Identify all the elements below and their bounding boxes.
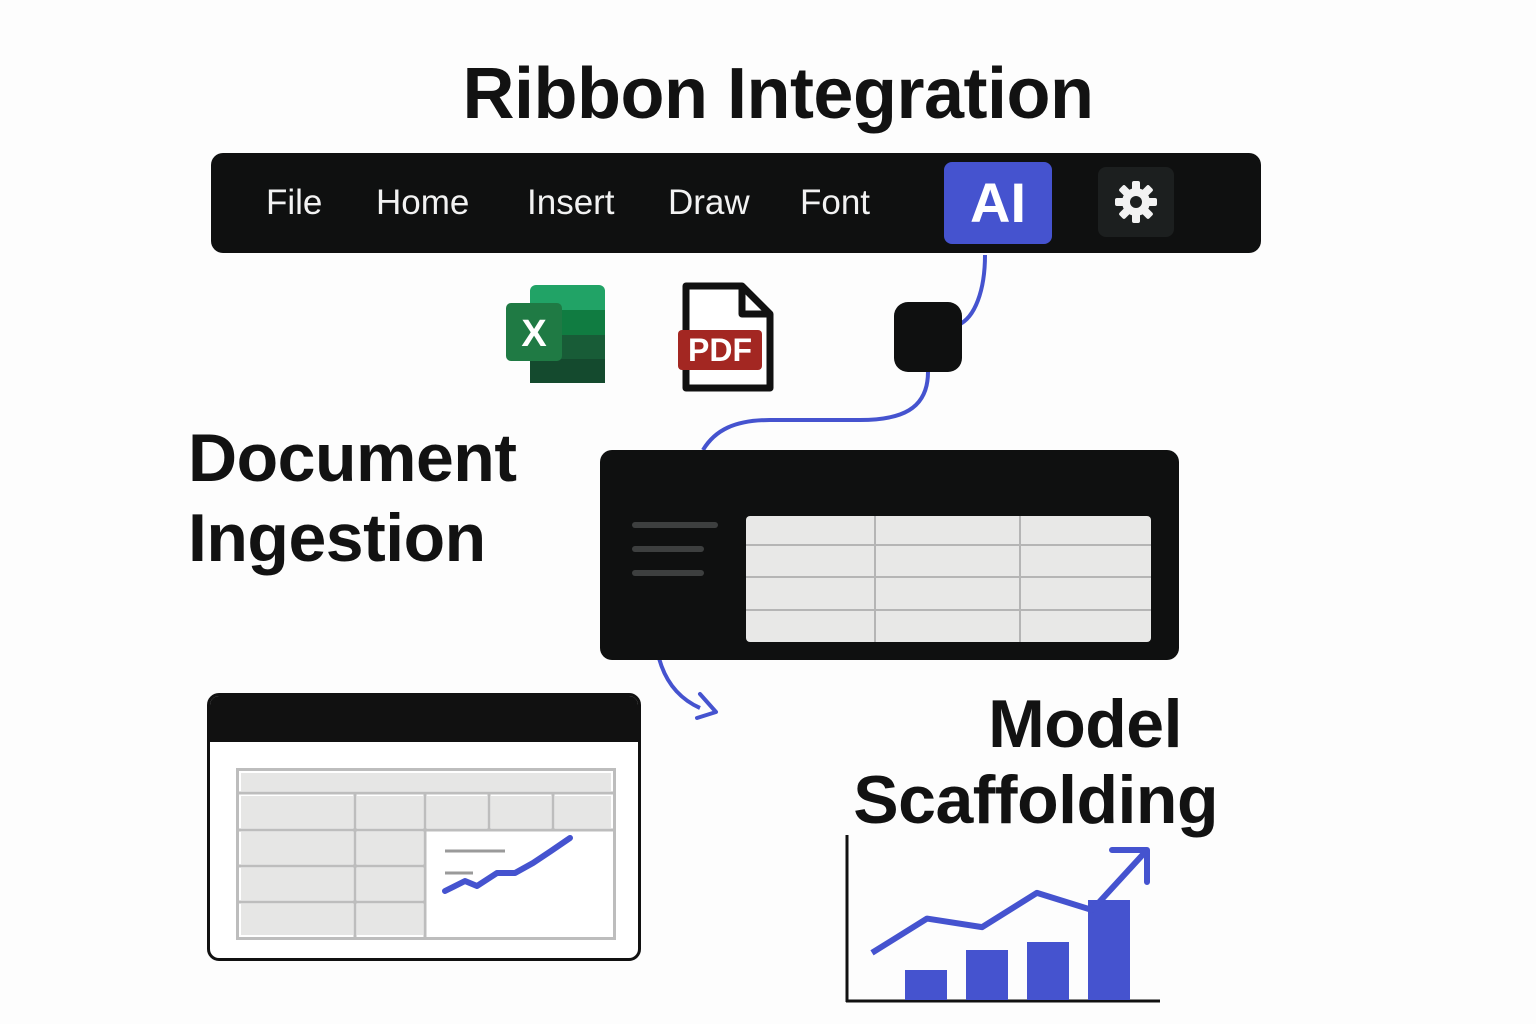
heading-line: Model	[988, 686, 1182, 762]
gear-icon	[1115, 181, 1157, 223]
chart-bar	[1088, 900, 1130, 1000]
mini-chart-trend-line	[442, 835, 573, 894]
ingestion-panel	[600, 450, 1179, 660]
ai-button[interactable]: AI	[944, 162, 1052, 244]
ai-connector-line	[957, 254, 987, 327]
pdf-icon: PDF	[676, 282, 776, 394]
pdf-label: PDF	[688, 332, 752, 368]
tab-draw[interactable]: Draw	[668, 183, 750, 222]
page-title: Ribbon Integration	[462, 54, 1094, 134]
arrow-head-icon	[695, 692, 718, 720]
window-titlebar	[210, 696, 638, 742]
heading-line: Ingestion	[188, 500, 486, 576]
tab-insert[interactable]: Insert	[527, 183, 615, 222]
tab-file[interactable]: File	[266, 183, 323, 222]
bar-chart	[845, 835, 1160, 1003]
menu-line	[632, 546, 704, 552]
tab-home[interactable]: Home	[376, 183, 470, 222]
chart-bar	[1027, 942, 1069, 1000]
document-ingestion-heading: Document Ingestion	[188, 418, 517, 578]
data-grid	[746, 516, 1151, 642]
menu-line	[632, 570, 704, 576]
model-scaffolding-heading: Model Scaffolding	[832, 686, 1218, 838]
settings-button[interactable]	[1098, 167, 1174, 237]
connector-node	[894, 302, 962, 372]
ribbon-bar: File Home Insert Draw Font AI	[211, 153, 1261, 253]
tab-font[interactable]: Font	[800, 183, 871, 222]
node-connector-line	[701, 371, 930, 452]
excel-letter: X	[521, 313, 547, 355]
heading-line: Document	[188, 420, 517, 496]
mini-chart	[442, 835, 573, 894]
chart-bar	[905, 970, 947, 1000]
excel-icon: X	[506, 285, 606, 385]
spreadsheet-window	[207, 693, 641, 961]
spreadsheet-grid	[236, 768, 616, 940]
chart-trend-line	[870, 847, 1150, 956]
menu-line	[632, 522, 718, 528]
chart-bar	[966, 950, 1008, 1000]
heading-line: Scaffolding	[853, 762, 1218, 838]
trend-arrow-head-icon	[1109, 847, 1150, 885]
